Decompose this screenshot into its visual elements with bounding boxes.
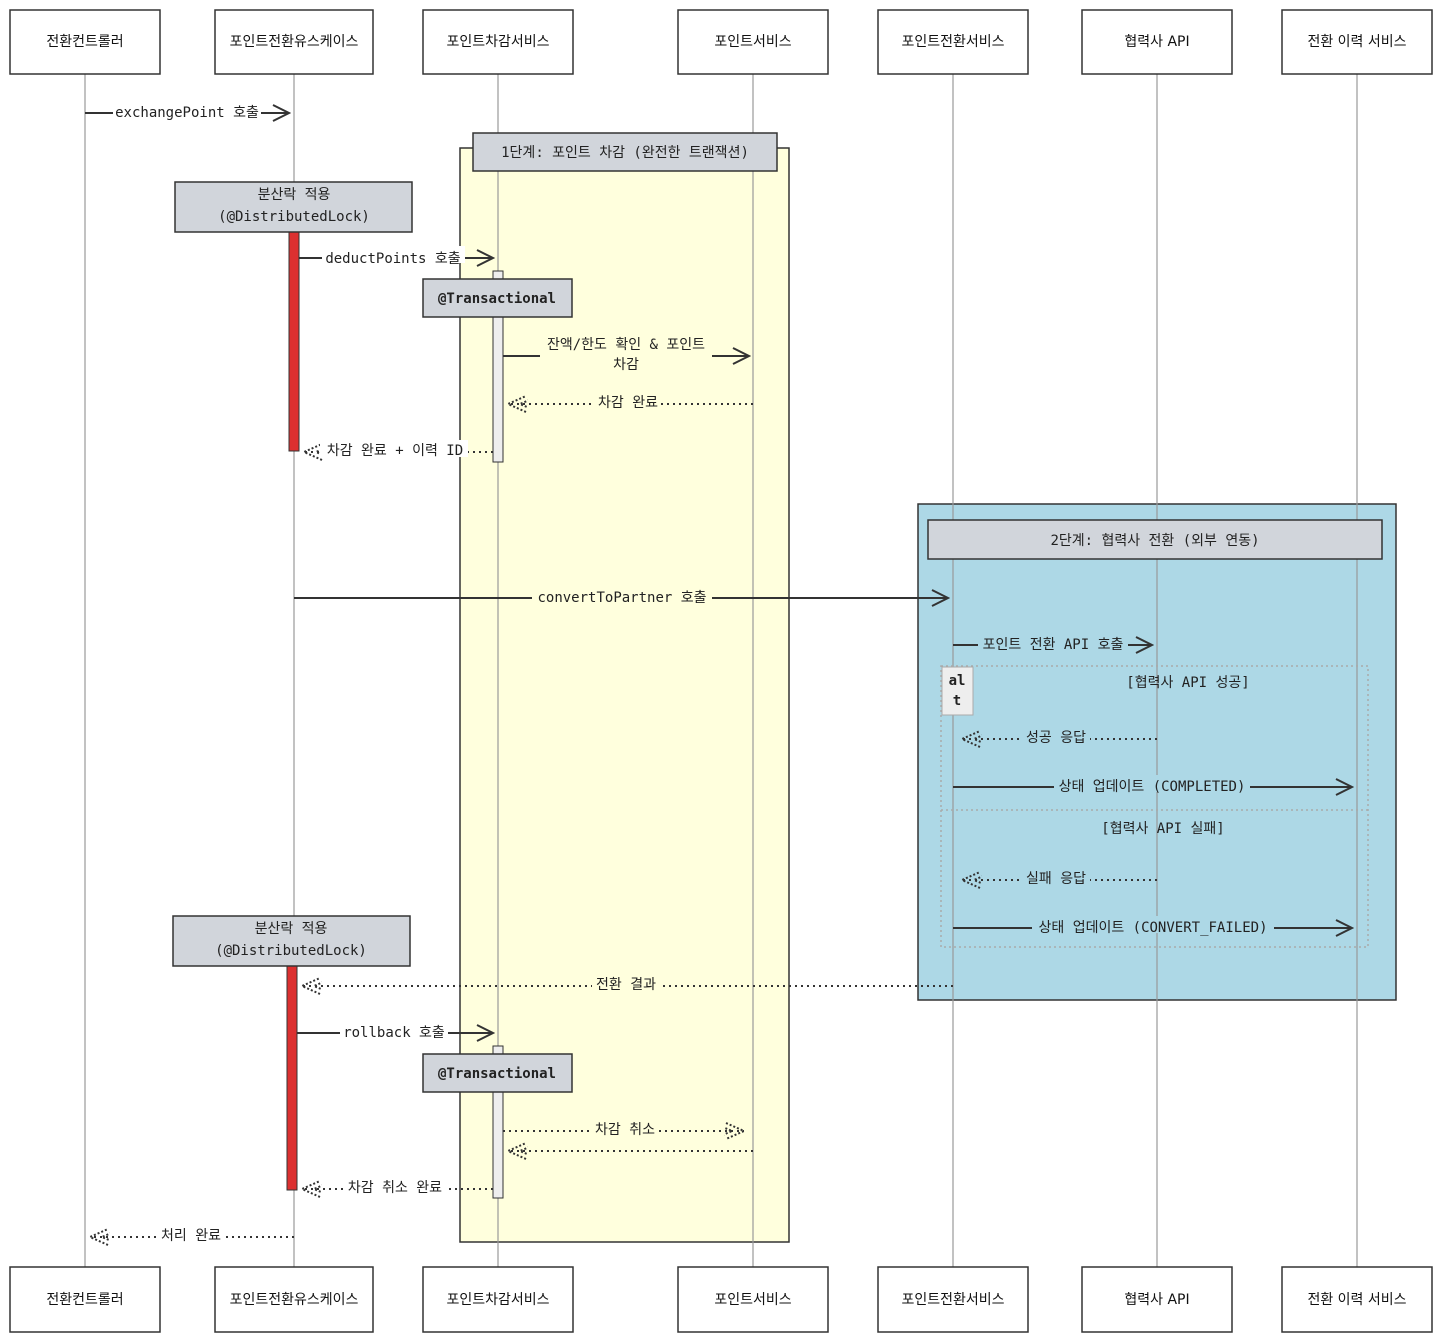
participant-history-service-top: 전환 이력 서비스 [1307, 34, 1406, 50]
participant-controller-bottom: 전환컨트롤러 [46, 1292, 123, 1308]
msg-convert-result-label: 전환 결과 [596, 977, 656, 993]
participant-usecase-top: 포인트전환유스케이스 [230, 34, 359, 50]
phase2-title-box [927, 519, 1383, 560]
participant-history-service-bottom: 전환 이력 서비스 [1307, 1292, 1406, 1308]
msg-deduct-points-label: deductPoints 호출 [325, 251, 460, 267]
lock-note-2-line1: 분산락 적용 [255, 921, 328, 937]
alt-label-line1: al [949, 673, 966, 689]
participant-partner-api-top: 협력사 API [1124, 34, 1189, 50]
participants-bottom: 전환컨트롤러 포인트전환유스케이스 포인트차감서비스 포인트서비스 포인트전환서… [9, 1266, 1433, 1333]
msg-check-deduct-label-2: 차감 [613, 357, 639, 373]
msg-update-completed-label: 상태 업데이트 (COMPLETED) [1059, 779, 1246, 795]
msg-success-response-label: 성공 응답 [1026, 730, 1086, 746]
deduct-activation-1 [492, 270, 504, 463]
participant-controller-top: 전환컨트롤러 [46, 34, 123, 50]
participant-convert-service-top: 포인트전환서비스 [901, 34, 1004, 50]
tx-note-1-text: @Transactional [438, 291, 556, 307]
phase1-title-box [472, 132, 778, 172]
alt-guard-success: [협력사 API 성공] [1126, 675, 1249, 691]
phase2-title: 2단계: 협력사 전환 (외부 연동) [1050, 533, 1259, 549]
usecase-activation-2 [286, 964, 298, 1191]
msg-partner-api-label: 포인트 전환 API 호출 [983, 637, 1124, 653]
participants-top: 전환컨트롤러 포인트전환유스케이스 포인트차감서비스 포인트서비스 포인트전환서… [9, 9, 1433, 75]
participant-deduct-service-top: 포인트차감서비스 [446, 34, 549, 50]
msg-deduct-done-label: 차감 완료 [598, 395, 658, 411]
msg-process-done-label: 처리 완료 [161, 1228, 221, 1244]
participant-point-service-bottom: 포인트서비스 [714, 1292, 791, 1308]
tx-note-2-text: @Transactional [438, 1066, 556, 1082]
msg-convert-partner-label: convertToPartner 호출 [537, 590, 706, 606]
deduct-activation-2 [492, 1045, 504, 1199]
msg-deduct-done-history-label: 차감 완료 + 이력 ID [327, 443, 463, 459]
participant-convert-service-bottom: 포인트전환서비스 [901, 1292, 1004, 1308]
alt-label-box [941, 666, 974, 716]
alt-fragment [940, 665, 1369, 948]
msg-cancel-deduct-label: 차감 취소 [595, 1122, 655, 1138]
msg-cancel-done-label: 차감 취소 완료 [348, 1180, 442, 1196]
participant-usecase-bottom: 포인트전환유스케이스 [230, 1292, 359, 1308]
lock-note-2-line2: (@DistributedLock) [215, 943, 367, 959]
message-labels: exchangePoint 호출 deductPoints 호출 잔액/한도 확… [113, 101, 1274, 1244]
phase1-title: 1단계: 포인트 차감 (완전한 트랜잭션) [501, 145, 749, 161]
lock-note-1 [174, 181, 413, 233]
msg-failure-response-label: 실패 응답 [1026, 871, 1086, 887]
alt-guard-failure: [협력사 API 실패] [1101, 821, 1224, 837]
msg-rollback-label: rollback 호출 [343, 1025, 445, 1041]
usecase-activation-1 [288, 231, 300, 452]
msg-exchange-point-label: exchangePoint 호출 [115, 105, 259, 121]
msg-check-deduct-label-1: 잔액/한도 확인 & 포인트 [547, 337, 705, 353]
tx-note-1 [422, 278, 573, 318]
lock-note-1-line2: (@DistributedLock) [218, 209, 370, 225]
participant-partner-api-bottom: 협력사 API [1124, 1292, 1189, 1308]
tx-note-2 [422, 1053, 573, 1093]
alt-label-line2: t [953, 693, 961, 709]
participant-deduct-service-bottom: 포인트차감서비스 [446, 1292, 549, 1308]
lock-note-1-line1: 분산락 적용 [258, 187, 331, 203]
msg-update-failed-label: 상태 업데이트 (CONVERT_FAILED) [1039, 920, 1268, 936]
lock-note-2 [172, 915, 411, 967]
participant-point-service-top: 포인트서비스 [714, 34, 791, 50]
